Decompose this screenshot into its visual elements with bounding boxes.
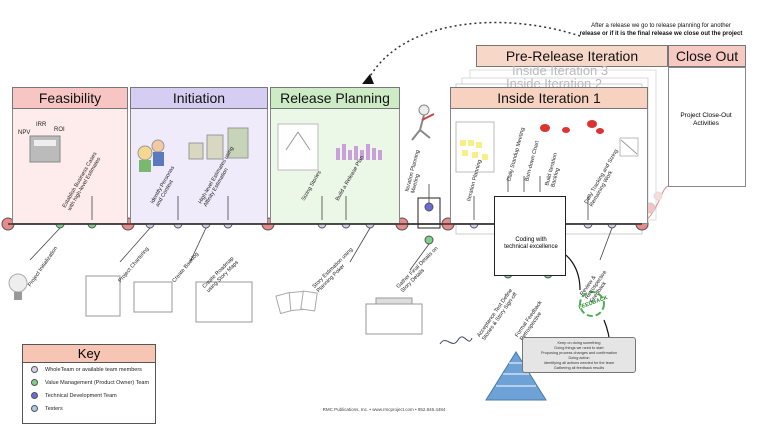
legend-label-testers: Testers — [45, 405, 63, 412]
legend: Key WholeTeam or available team members … — [22, 344, 156, 424]
charter-doc-icon — [85, 275, 121, 317]
inside-iteration-1-title: Inside Iteration 1 — [497, 90, 601, 106]
legend-title: Key — [23, 345, 155, 363]
inside-iteration-3-ghost: Inside Iteration 3 — [512, 63, 609, 78]
npv-label: NPV — [18, 130, 31, 136]
feasibility-title: Feasibility — [38, 90, 102, 106]
legend-item-value-management: Value Management (Product Owner) Team — [23, 376, 155, 389]
legend-item-tech-dev: Technical Development Team — [23, 389, 155, 402]
lightbulb-base — [14, 292, 22, 300]
initiation-header: Initiation — [130, 87, 268, 109]
backlog-doc-icon — [133, 281, 173, 313]
legend-label-tech-dev: Technical Development Team — [45, 392, 117, 399]
roadmap-doc-icon — [195, 281, 253, 323]
inside-iteration-1-header: Inside Iteration 1 — [450, 87, 648, 109]
release-loop-note-line1: After a release we go to release plannin… — [591, 23, 731, 29]
tech-dev-dot — [31, 392, 38, 399]
legend-item-testers: Testers — [23, 402, 155, 415]
release-planning-title: Release Planning — [280, 90, 390, 106]
retrospective-box: Keep on doing something Doing things we … — [522, 337, 636, 373]
retro-line1: Keep on doing something — [557, 341, 601, 345]
release-planning-panel — [270, 109, 400, 224]
test-pyramid-icon — [485, 351, 547, 401]
close-out-title: Close Out — [675, 48, 739, 64]
release-loop-note-line2: release or if it is the final release we… — [579, 31, 743, 37]
coding-line1: Coding with — [515, 237, 547, 243]
iteration-runner-icon — [411, 104, 435, 141]
coding-box: Coding with technical excellence — [494, 196, 566, 276]
release-loop-note: After a release we go to release plannin… — [566, 22, 756, 38]
retro-line5: Identifying all actions needed for the t… — [543, 361, 615, 365]
legend-label-value-management: Value Management (Product Owner) Team — [45, 379, 150, 386]
close-out-panel — [668, 67, 746, 187]
lightbulb-icon — [8, 273, 28, 293]
retro-line2: Doing things we need to start — [554, 346, 604, 350]
feedback-loop-icon — [579, 291, 605, 317]
coding-text: Coding with technical excellence — [495, 237, 567, 251]
story-details-header — [375, 297, 413, 305]
return-arrow-head — [362, 74, 374, 84]
planning-poker-cards — [275, 290, 318, 315]
return-arrow-path — [367, 21, 581, 81]
close-out-header: Close Out — [668, 45, 746, 67]
feasibility-header: Feasibility — [12, 87, 128, 109]
close-out-line2: Activities — [693, 120, 719, 127]
value-management-dot — [31, 379, 38, 386]
retro-line6: Gathering all feedback results — [553, 366, 605, 370]
footer-credit: RMC Publications, Inc. • www.rmcproject.… — [322, 407, 446, 412]
irr-label: IRR — [36, 122, 47, 128]
pre-release-iteration-header: Pre-Release Iteration — [476, 45, 668, 67]
roi-label: ROI — [54, 127, 65, 133]
feasibility-panel — [12, 109, 128, 224]
signature-icon — [439, 336, 473, 345]
initiation-title: Initiation — [172, 90, 226, 106]
story-details-doc — [365, 303, 423, 335]
legend-item-whole-team: WholeTeam or available team members — [23, 363, 155, 376]
testers-dot — [31, 405, 38, 412]
retro-line3: Proposing process changes and confirmati… — [541, 351, 617, 355]
initiation-panel — [130, 109, 268, 224]
release-planning-header: Release Planning — [270, 87, 400, 109]
close-out-line1: Project Close-Out — [680, 112, 732, 119]
coding-line2: technical excellence — [504, 244, 558, 250]
whole-team-dot — [31, 366, 38, 373]
close-out-activities: Project Close-Out Activities — [668, 112, 744, 128]
pre-release-iteration-title: Pre-Release Iteration — [505, 48, 639, 64]
legend-label-whole-team: WholeTeam or available team members — [45, 366, 142, 373]
retro-line4: Doing action — [568, 356, 590, 360]
